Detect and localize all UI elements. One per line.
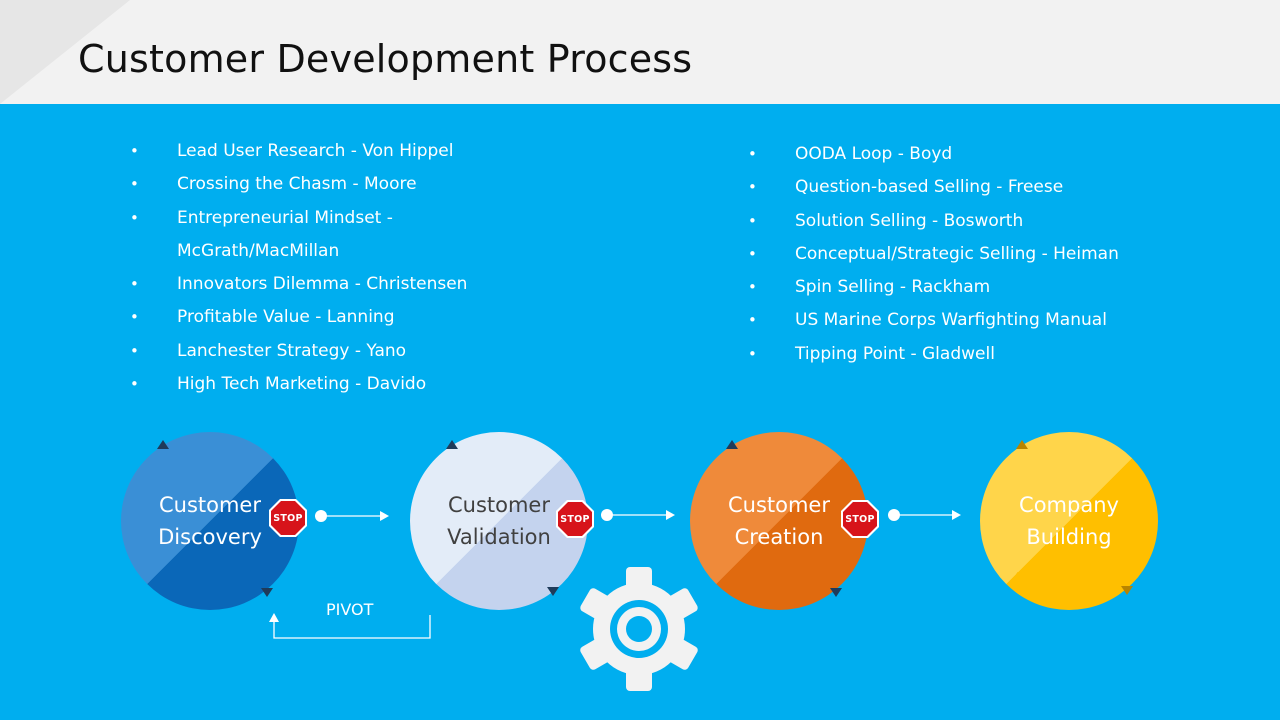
list-item: Conceptual/Strategic Selling - Heiman	[748, 238, 1168, 272]
list-item: Lanchester Strategy - Yano	[130, 335, 490, 369]
stage-label-line2: Building	[1026, 525, 1112, 549]
list-item: Question-based Selling - Freese	[748, 171, 1168, 205]
loop-arrow-icon	[1016, 440, 1028, 449]
stage-label-line2: Discovery	[158, 525, 262, 549]
list-item: Innovators Dilemma - Christensen	[130, 268, 490, 302]
stage-label-line2: Creation	[734, 525, 824, 549]
loop-arrow-icon	[726, 440, 738, 449]
list-item-text: High Tech Marketing - Davido	[177, 374, 427, 395]
stop-sign-label: STOP	[560, 513, 590, 525]
loop-arrow-icon	[446, 440, 458, 449]
list-item: Solution Selling - Bosworth	[748, 205, 1168, 239]
loop-arrow-icon	[261, 588, 273, 597]
stage-label-line1: Customer	[158, 493, 261, 517]
list-item: High Tech Marketing - Davido	[130, 368, 490, 402]
list-item: Crossing the Chasm - Moore	[130, 168, 490, 202]
list-item: US Marine Corps Warfighting Manual	[748, 304, 1168, 338]
header-decoration	[0, 0, 130, 104]
arrow-right-icon	[601, 509, 675, 521]
loop-arrow-icon	[547, 587, 559, 596]
list-item-text: Lead User Research - Von Hippel	[177, 141, 454, 161]
list-item-text: Entrepreneurial Mindset -	[177, 207, 393, 228]
list-item: Tipping Point - Gladwell	[748, 338, 1168, 372]
list-item: Lead User Research - Von Hippel	[130, 135, 490, 169]
stage-label-line1: Customer	[727, 493, 830, 517]
list-item-text: Lanchester Strategy - Yano	[177, 340, 407, 361]
gear-icon	[580, 567, 698, 691]
list-item-text-continued: McGrath/MacMillan	[177, 240, 340, 261]
list-item: OODA Loop - Boyd	[748, 138, 1168, 172]
stop-sign-label: STOP	[273, 512, 303, 524]
right-reference-list: OODA Loop - Boyd Question-based Selling …	[748, 138, 1168, 371]
slide-title: Customer Development Process	[78, 37, 693, 81]
pivot-label: PIVOT	[326, 600, 374, 619]
list-item-text: Crossing the Chasm - Moore	[177, 174, 417, 195]
pivot-loop-arrow	[269, 613, 431, 639]
arrow-right-icon	[315, 510, 389, 522]
list-item: Spin Selling - Rackham	[748, 271, 1168, 305]
loop-arrow-icon	[830, 588, 842, 597]
stop-sign-icon: STOP	[555, 499, 595, 539]
left-reference-list: Lead User Research - Von Hippel Crossing…	[130, 135, 490, 402]
stop-sign-icon: STOP	[268, 498, 308, 538]
arrow-right-icon	[888, 509, 961, 521]
loop-arrow-icon	[1121, 586, 1133, 595]
stop-sign-icon: STOP	[840, 499, 880, 539]
list-item-text: Profitable Value - Lanning	[177, 307, 395, 328]
list-item: Entrepreneurial Mindset - McGrath/MacMill…	[130, 202, 490, 269]
slide-header: Customer Development Process	[0, 0, 1280, 104]
stage-label-line2: Validation	[447, 525, 551, 549]
list-item: Profitable Value - Lanning	[130, 301, 490, 335]
stage-label-line1: Customer	[447, 493, 550, 517]
stage-label-line1: Company	[1019, 493, 1119, 517]
list-item-text: Innovators Dilemma - Christensen	[177, 274, 468, 295]
loop-arrow-icon	[157, 440, 169, 449]
stop-sign-label: STOP	[845, 513, 875, 525]
